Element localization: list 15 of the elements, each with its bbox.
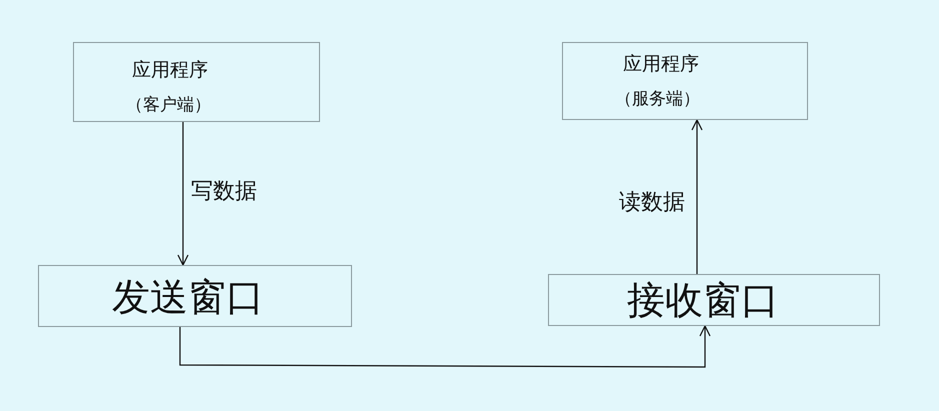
box-label: 应用程序 [623, 52, 699, 77]
process-box [548, 274, 880, 326]
process-box [73, 42, 320, 122]
process-box [38, 265, 352, 327]
process-box [562, 42, 808, 120]
arrow [691, 119, 703, 274]
arrow [177, 122, 189, 266]
box-label: （服务端） [615, 88, 700, 110]
edge-label: 读数据 [619, 189, 685, 217]
box-label: 接收窗口 [627, 277, 779, 324]
box-label: 应用程序 [132, 58, 208, 83]
edge-label: 写数据 [191, 178, 257, 206]
arrow [179, 325, 711, 368]
box-label: （客户端） [126, 94, 211, 116]
box-label: 发送窗口 [112, 274, 264, 321]
